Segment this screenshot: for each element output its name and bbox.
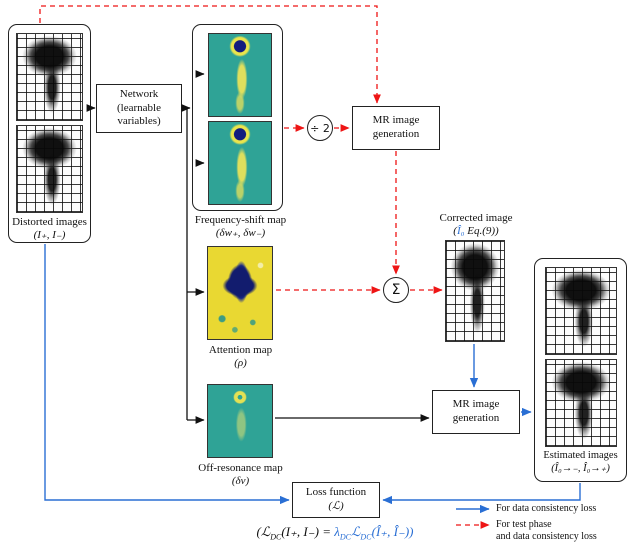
- off-resonance-title: Off-resonance map: [198, 462, 283, 474]
- network-box: Network (learnable variables): [96, 84, 182, 133]
- formula-blue-subscript: DC: [360, 532, 372, 542]
- formula-blue-script-l: ℒ: [351, 524, 361, 539]
- arrow-estimated-to-loss: [382, 483, 581, 505]
- distorted-images-panel: Distorted images (I₊, I₋): [8, 24, 91, 243]
- estimated-images-caption: Estimated images (Î₀→₋, Î₀→₊): [535, 450, 626, 475]
- frequency-shift-title: Frequency-shift map: [194, 214, 287, 226]
- legend-test-phase-label-line1: For test phase: [496, 519, 552, 530]
- frequency-shift-panel: [192, 24, 283, 211]
- legend-test-phase-label-line2: and data consistency loss: [496, 531, 597, 542]
- divide-by-two-label: ÷ 2: [310, 121, 330, 135]
- network-label-line3: variables): [117, 115, 161, 128]
- estimated-images-panel: Estimated images (Î₀→₋, Î₀→₊): [534, 258, 627, 482]
- distorted-images-title: Distorted images: [12, 216, 87, 228]
- off-resonance-map-image: [207, 384, 273, 458]
- formula-black-script-l: (ℒ: [256, 524, 271, 539]
- distorted-image-plus: [16, 33, 83, 121]
- sigma-label: Σ: [391, 282, 401, 298]
- frequency-shift-map-plus: [208, 33, 272, 117]
- estimated-images-symbols: (Î₀→₋, Î₀→₊): [551, 462, 610, 474]
- corrected-sym-blue: Î₀: [456, 225, 465, 238]
- formula-lambda-subscript: DC: [339, 532, 352, 542]
- mr-image-generation-bottom-box: MR image generation: [432, 390, 520, 434]
- mr-image-generation-top-box: MR image generation: [352, 106, 440, 150]
- loss-function-box: Loss function (ℒ): [292, 482, 380, 518]
- mr-generation-top-line1: MR image: [372, 114, 420, 127]
- distorted-images-caption: Distorted images (I₊, I₋): [9, 216, 90, 242]
- frequency-shift-caption: Frequency-shift map (δw₊, δw₋): [183, 214, 298, 240]
- distorted-images-symbols: (I₊, I₋): [33, 229, 66, 242]
- attention-map-caption: Attention map (ρ): [183, 344, 298, 370]
- mr-generation-top-line2: generation: [372, 128, 420, 140]
- formula-blue-args: (Î₊, Î₋)): [371, 524, 414, 539]
- frequency-shift-symbols: (δw₊, δw₋): [215, 227, 266, 240]
- estimated-image-plus: [545, 359, 617, 447]
- sigma-node: Σ: [383, 277, 409, 303]
- corrected-image: [445, 240, 505, 342]
- loss-function-line2: (ℒ): [328, 500, 344, 512]
- estimated-images-title: Estimated images: [543, 450, 618, 461]
- formula-black-subscript: DC: [270, 532, 282, 542]
- off-resonance-symbols: (δv): [231, 475, 250, 488]
- frequency-shift-map-minus: [208, 121, 272, 205]
- attention-map-symbols: (ρ): [234, 357, 247, 370]
- network-label-line2: (learnable: [117, 101, 161, 114]
- distorted-image-minus: [16, 125, 83, 213]
- legend-data-consistency-label: For data consistency loss: [496, 503, 597, 514]
- loss-function-line1: Loss function: [305, 486, 367, 499]
- corrected-image-symbols: (Î₀ Eq.(9)): [424, 225, 528, 238]
- divide-by-two-node: ÷ 2: [307, 115, 333, 141]
- formula-lambda: λ: [334, 524, 340, 539]
- corrected-sym-post: Eq.(9)): [464, 225, 499, 238]
- corrected-image-title: Corrected image: [439, 212, 513, 224]
- mr-generation-bottom-line2: generation: [452, 412, 500, 424]
- formula-black-part: (ℒDC(I₊, I₋) =: [256, 524, 335, 542]
- corrected-sym-pre: (: [453, 225, 457, 238]
- attention-map-image: [207, 246, 273, 340]
- mr-generation-bottom-line1: MR image: [452, 398, 500, 411]
- off-resonance-caption: Off-resonance map (δv): [178, 462, 303, 488]
- formula-black-args: (I₊, I₋) =: [281, 524, 335, 539]
- corrected-image-caption: Corrected image (Î₀ Eq.(9)): [424, 212, 528, 238]
- loss-formula: (ℒDC(I₊, I₋) = λDCℒDC(Î₊, Î₋)): [205, 524, 465, 542]
- estimated-image-minus: [545, 267, 617, 355]
- network-label-line1: Network: [119, 87, 159, 100]
- attention-map-title: Attention map: [208, 344, 273, 356]
- formula-blue-part: λDCℒDC(Î₊, Î₋)): [334, 524, 414, 542]
